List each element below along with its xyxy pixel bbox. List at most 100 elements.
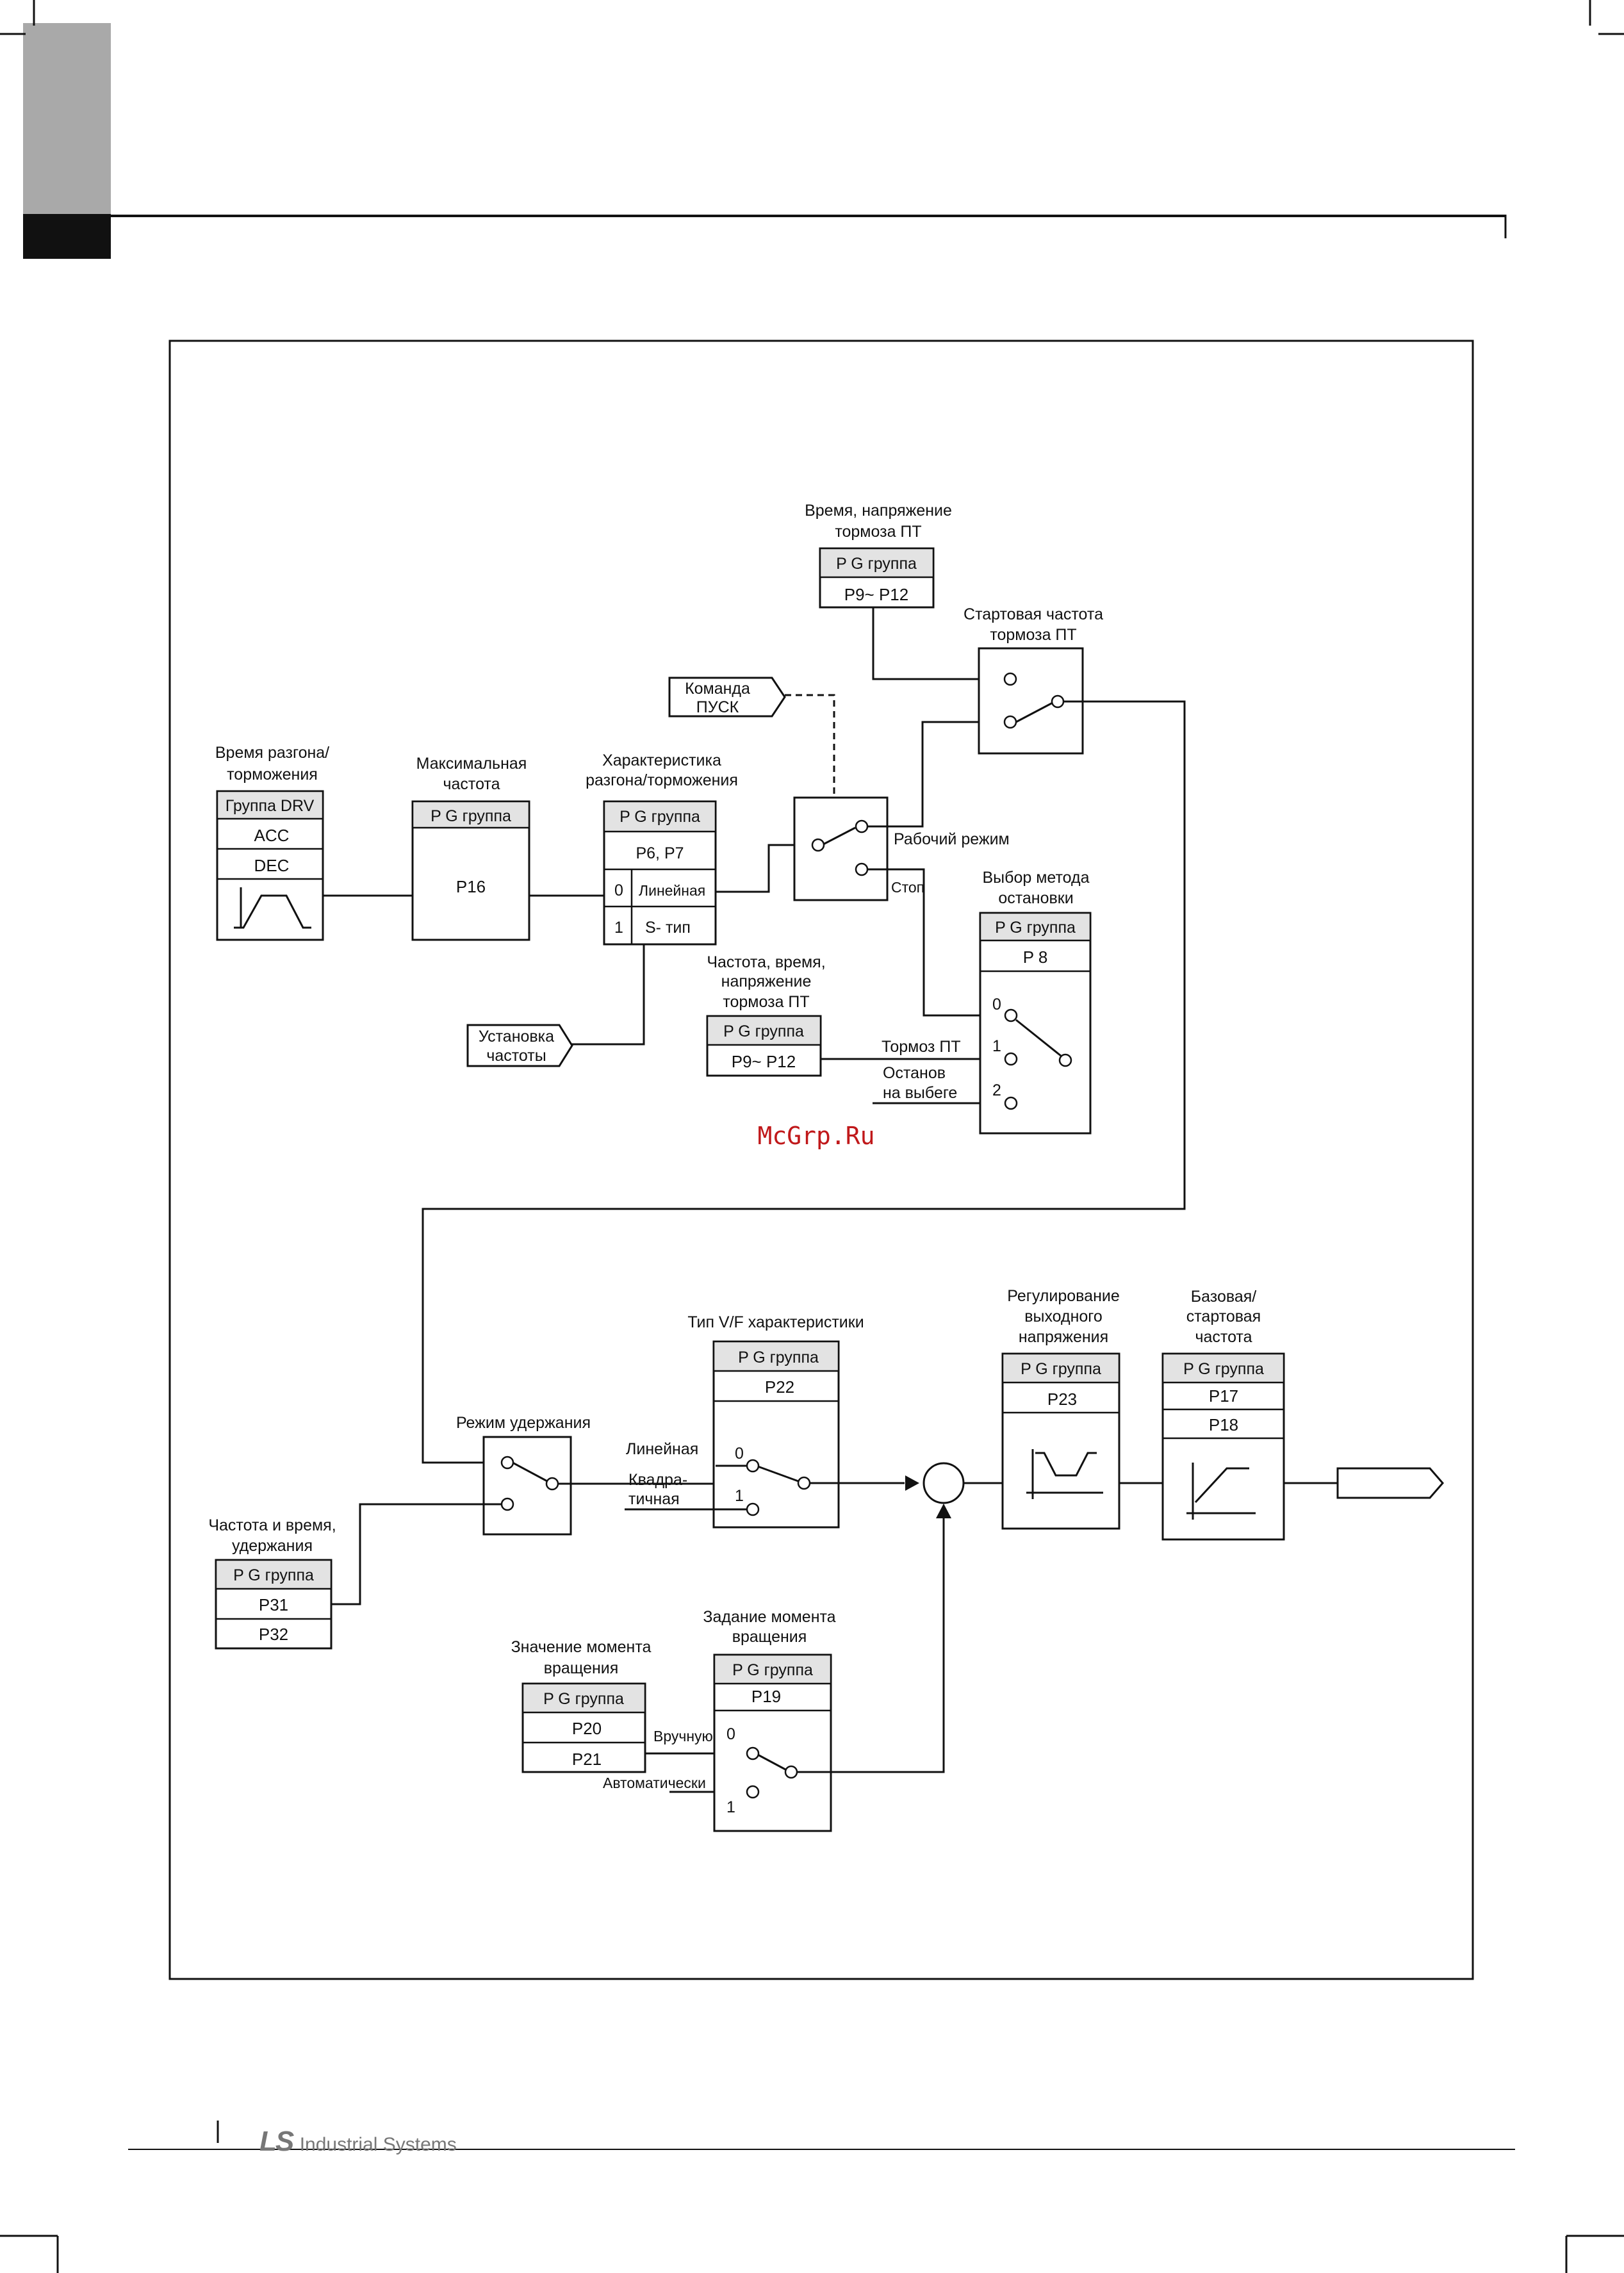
maxfreq-group-header	[411, 800, 530, 829]
dcstart-title-1: Стартовая частота	[964, 605, 1103, 623]
voltage-regulation-block: Регулирование выходного напряжения P G г…	[1001, 1287, 1120, 1530]
crop-mark-bl	[0, 2235, 59, 2273]
dwellparams-title-2: удержания	[232, 1537, 313, 1555]
maxfreq-title-1: Максимальная	[416, 755, 527, 773]
vf-contact-out	[797, 1476, 811, 1490]
accel-dec-label: DEC	[254, 856, 290, 875]
stopmethod-param: P 8	[1023, 948, 1048, 967]
basefreq-p1: P17	[1209, 1386, 1238, 1406]
runcmd-dashed-link	[785, 694, 835, 798]
accchar-opt1-label: S- тип	[645, 919, 691, 937]
stopmethod-lever	[1015, 1019, 1062, 1057]
accchar-opt0-num: 0	[614, 882, 623, 899]
accel-title-1: Время разгона/	[215, 744, 329, 762]
runmode-lever	[821, 826, 856, 846]
dwell-switch: Режим удержания	[456, 1414, 591, 1536]
freqset-label-1: Установка	[479, 1028, 554, 1046]
torqueset-group-header	[713, 1653, 832, 1685]
header-dark-block	[23, 214, 111, 259]
runmode-label: Рабочий режим	[894, 830, 1010, 848]
torque-manual-label: Вручную	[653, 1728, 713, 1744]
dwellparams-p2: P32	[259, 1625, 288, 1644]
basefreq-p2: P18	[1209, 1415, 1238, 1434]
stopmethod-title-2: остановки	[998, 889, 1073, 907]
torqueset-contact-0	[746, 1746, 760, 1760]
vf-n0: 0	[735, 1445, 744, 1463]
base-frequency-block: Базовая/ стартовая частота P G группа P1…	[1161, 1288, 1285, 1541]
basefreq-box	[1161, 1352, 1285, 1541]
stopmethod-n1: 1	[992, 1037, 1001, 1055]
wire-torque-sum	[797, 1518, 945, 1773]
accel-group-label: Группа DRV	[226, 797, 315, 815]
accchar-params: P6, P7	[636, 844, 684, 862]
dcbrake2-title-1: Частота, время,	[707, 953, 825, 971]
stopmethod-box	[979, 912, 1092, 1135]
stopmethod-opt2-label-1: Останов	[883, 1064, 946, 1082]
wire-dcbrake-dcstart	[872, 607, 1007, 680]
dcbrake2-title-2: напряжение	[721, 972, 812, 990]
runcmd-tag	[668, 677, 786, 718]
vf-quad-label-1: Квадра-	[628, 1471, 687, 1489]
voltage-group-header	[1001, 1352, 1120, 1384]
vf-n1: 1	[735, 1487, 744, 1505]
vf-linear-label: Линейная	[626, 1440, 698, 1458]
torqueset-contact-out	[784, 1765, 798, 1779]
freqset-label-2: частоты	[486, 1047, 546, 1065]
torquevalue-p1: P20	[572, 1719, 602, 1738]
accchar-opt0-label: Линейная	[639, 882, 705, 899]
stopmethod-opt1-label: Тормоз ПТ	[882, 1038, 961, 1056]
torque-value-block: Значение момента вращения P G группа P20…	[511, 1638, 652, 1773]
accel-ramp-graph	[234, 887, 311, 929]
basefreq-title-3: частота	[1195, 1328, 1252, 1346]
freqset-tag	[466, 1024, 573, 1067]
vf-lever	[757, 1465, 799, 1482]
torquevalue-p2: P21	[572, 1750, 602, 1769]
torqueset-n1: 1	[726, 1798, 735, 1816]
vf-quad-label-2: тичная	[628, 1490, 680, 1508]
torque-setting-block: Задание момента вращения P G группа P19 …	[703, 1608, 836, 1832]
torqueset-n0: 0	[726, 1725, 735, 1743]
accchar-title-1: Характеристика	[602, 751, 721, 769]
diagram-frame	[168, 340, 1474, 1980]
torquevalue-group-header	[521, 1682, 646, 1714]
torquevalue-title-2: вращения	[544, 1659, 619, 1677]
dwellparams-group-label: P G группа	[233, 1566, 314, 1584]
vf-group-header	[712, 1340, 840, 1372]
vf-sum-arrowhead	[905, 1475, 919, 1491]
basefreq-title-1: Базовая/	[1191, 1288, 1257, 1306]
stop-method-block: Выбор метода остановки P G группа P 8 0 …	[979, 869, 1092, 1135]
accchar-group-label: P G группа	[619, 808, 700, 826]
dcbrake-param: P9~ P12	[844, 585, 908, 604]
basefreq-title-2: стартовая	[1186, 1308, 1261, 1325]
maxfreq-param: P16	[456, 877, 486, 896]
voltage-param: P23	[1047, 1390, 1077, 1409]
dcbrake2-group-header	[706, 1015, 822, 1046]
wire-run-dcstart	[867, 721, 1007, 828]
voltage-graph	[1026, 1449, 1103, 1499]
ls-logo-text: LS	[259, 2126, 294, 2157]
dwellparams-title-1: Частота и время,	[208, 1516, 336, 1534]
vf-contact-1	[746, 1502, 760, 1516]
torqueset-param: P19	[751, 1687, 781, 1706]
runcmd-label-1: Команда	[685, 680, 750, 698]
stopmethod-opt2-label-2: на выбеге	[883, 1084, 957, 1102]
wire-dcstart-dwell	[422, 700, 1186, 1464]
dwell-contact-bottom	[500, 1497, 514, 1511]
accchar-title-2: разгона/торможения	[586, 771, 738, 789]
torque-sum-arrowhead	[936, 1504, 951, 1518]
dcstart-contact-bottom	[1003, 715, 1017, 729]
dwell-params-block: Частота и время, удержания P G группа P3…	[208, 1516, 336, 1650]
wire-freqset	[570, 944, 645, 1046]
dcbrake-title-2: тормоза ПТ	[835, 523, 921, 541]
accchar-opt1-num: 1	[614, 919, 623, 937]
accel-group-header	[216, 790, 324, 820]
torqueset-contact-1	[746, 1785, 760, 1799]
voltage-title-2: выходного	[1024, 1308, 1103, 1325]
dc-brake-params-top: Время, напряжение тормоза ПТ P G группа …	[805, 502, 952, 609]
dc-start-switch: Стартовая частота тормоза ПТ	[964, 605, 1103, 755]
dcbrake-title-1: Время, напряжение	[805, 502, 952, 520]
basefreq-group-label: P G группа	[1183, 1360, 1264, 1378]
maxfreq-group-label: P G группа	[431, 807, 511, 825]
vf-group-label: P G группа	[738, 1349, 819, 1366]
